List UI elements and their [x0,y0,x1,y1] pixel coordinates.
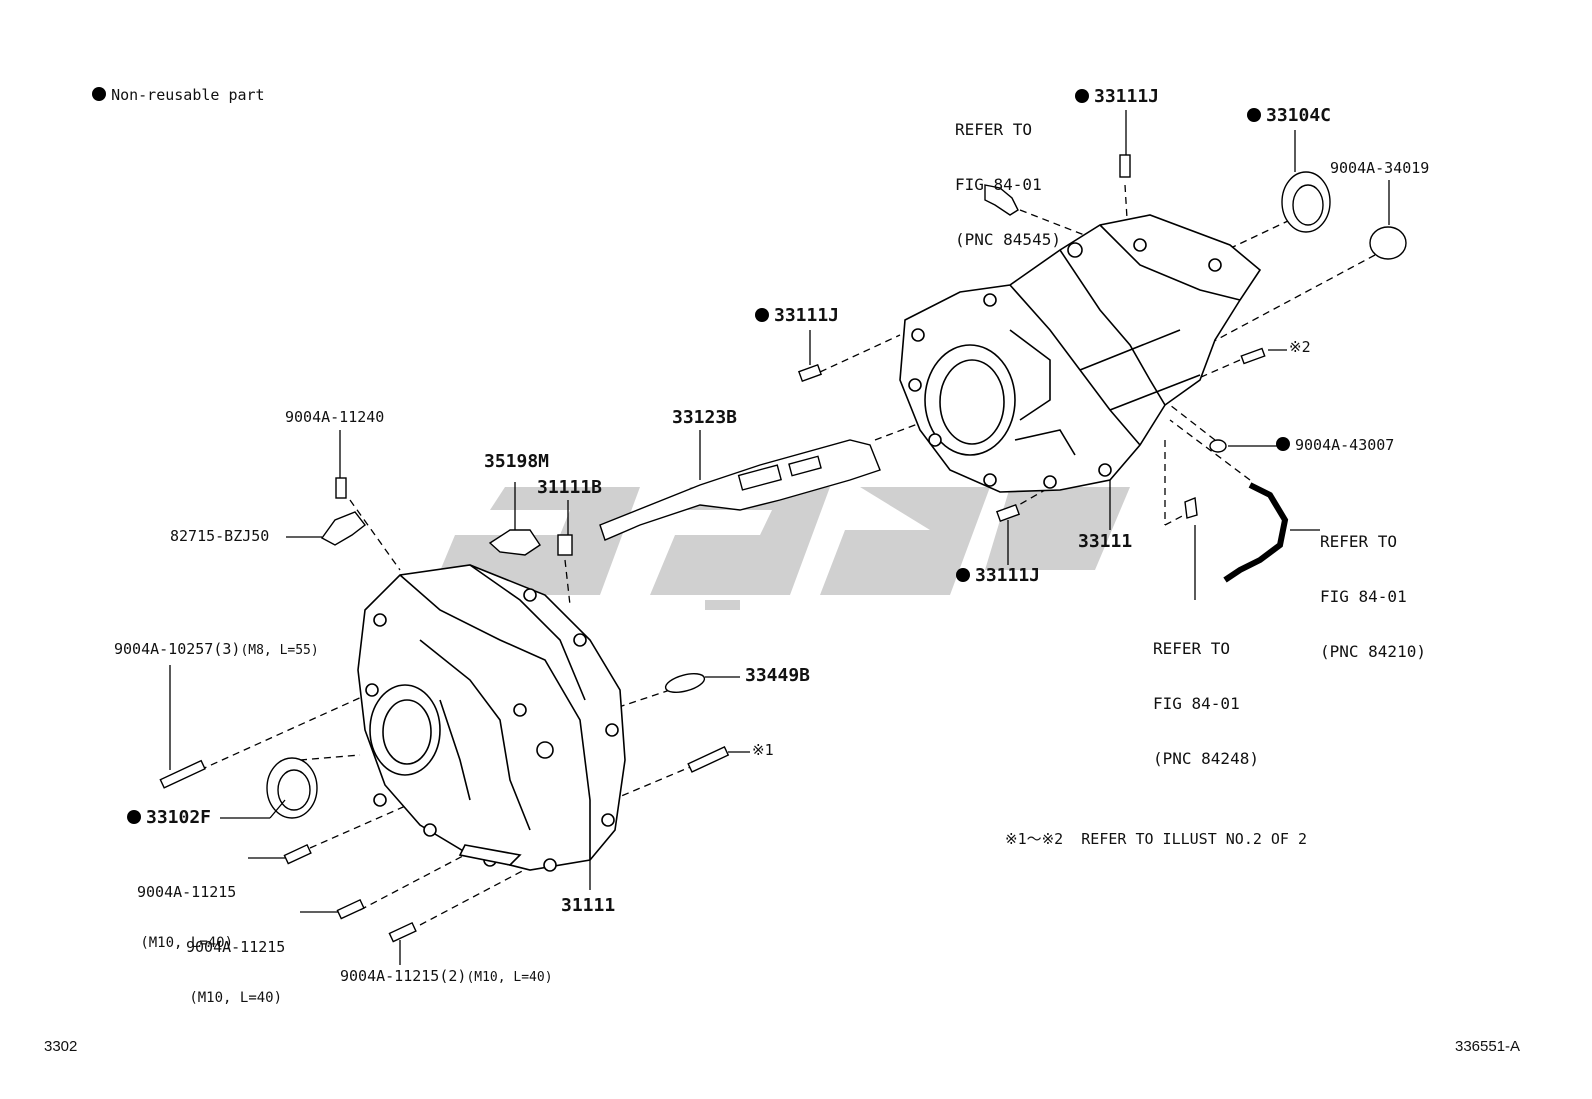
part-label-33111-right[interactable]: 33111 [1078,531,1133,552]
watermark-logo [430,487,1130,610]
refer-line: (PNC 84248) [1153,749,1259,769]
refer-note-84545: REFER TO FIG 84-01 (PNC 84545) [955,84,1061,268]
legend: Non-reusable part [74,70,265,105]
part-number: 33111J [1094,86,1160,107]
part-spec: (M10, L=40) [466,970,553,985]
part-number: 33104C [1266,105,1332,126]
refer-note-84210: REFER TO FIG 84-01 (PNC 84210) [1320,496,1426,680]
footer-illust-code: 336551-A [1455,1038,1521,1055]
refer-line: FIG 84-01 [955,174,1042,194]
part-label-33102f[interactable]: 33102F [127,807,212,829]
non-reusable-dot-icon [1247,108,1261,122]
refer-line: REFER TO [1320,531,1398,551]
part-label-35198m[interactable]: 35198M [484,451,550,472]
part-spec: (M10, L=40) [189,990,283,1007]
part-spec: (M10, L=40) [140,935,234,952]
part-number: 9004A-43007 [1295,436,1395,454]
refer-line: REFER TO [1153,638,1231,658]
refer-note-84248: REFER TO FIG 84-01 (PNC 84248) [1153,603,1259,787]
part-label-31111b[interactable]: 31111B [537,477,603,498]
part-label-9004a-10257[interactable]: 9004A-10257(3)(M8, L=55) [114,640,319,659]
part-label-31111[interactable]: 31111 [561,895,616,916]
non-reusable-dot-icon [1075,89,1089,103]
part-label-33111j-top[interactable]: 33111J [1075,86,1160,108]
part-label-33111j-mid[interactable]: 33111J [755,305,840,327]
mark-2[interactable]: ※2 [1289,338,1311,356]
transmission-case-right [899,214,1262,493]
part-label-9004a-11240[interactable]: 9004A-11240 [285,408,385,426]
part-label-9004a-11215-b[interactable]: 9004A-11215 (M10, L=40) [186,904,285,1024]
mark-1[interactable]: ※1 [752,741,774,759]
legend-text: Non-reusable part [111,86,265,105]
part-label-33111j-low[interactable]: 33111J [956,565,1041,587]
shift-rail-33123b [599,439,881,541]
part-label-33449b[interactable]: 33449B [745,665,811,686]
transmission-case-left [357,564,626,872]
small-parts [159,154,1407,943]
non-reusable-dot-icon [1276,437,1290,451]
refer-line: REFER TO [955,119,1033,139]
part-label-82715-bzj50[interactable]: 82715-BZJ50 [170,527,270,545]
refer-line: (PNC 84210) [1320,642,1426,662]
non-reusable-dot-icon [755,308,769,322]
leader-lines [169,110,1390,965]
part-label-33104c[interactable]: 33104C [1247,105,1332,127]
refer-line: FIG 84-01 [1153,693,1240,713]
non-reusable-dot-icon [127,810,141,824]
part-label-9004a-34019[interactable]: 9004A-34019 [1330,159,1430,177]
part-number: 9004A-11215 [137,882,237,901]
part-label-9004a-43007[interactable]: 9004A-43007 [1276,436,1395,454]
dot-icon [92,87,107,102]
note-refer-illust: ※1～※2 REFER TO ILLUST NO.2 OF 2 [1005,830,1308,848]
part-number: 33111J [774,305,840,326]
part-spec: (M8, L=55) [240,643,319,658]
part-number: 33102F [146,807,212,828]
part-number: 9004A-11215 [186,937,286,956]
part-label-33123b[interactable]: 33123B [672,407,738,428]
part-number: 9004A-11215(2) [340,967,467,985]
non-reusable-dot-icon [956,568,970,582]
footer-page-code: 3302 [44,1038,78,1055]
refer-line: (PNC 84545) [955,230,1061,250]
refer-line: FIG 84-01 [1320,586,1407,606]
part-number: 33111J [975,565,1041,586]
part-label-9004a-11215-c[interactable]: 9004A-11215(2)(M10, L=40) [340,967,553,986]
part-number: 9004A-10257(3) [114,640,241,658]
part-label-9004a-11215-a[interactable]: 9004A-11215 (M10, L=40) [137,849,236,969]
